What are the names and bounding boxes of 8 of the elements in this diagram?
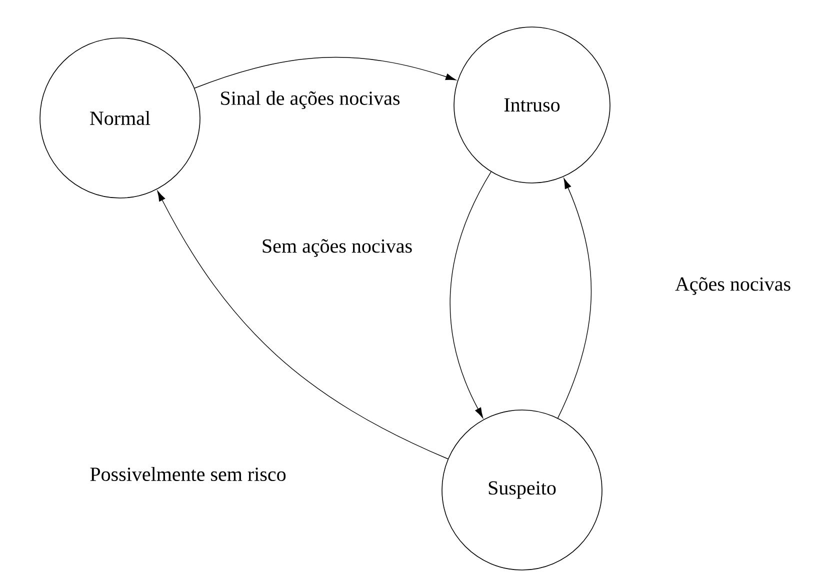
edge-label: Sem ações nocivas [260, 238, 414, 258]
arrow [558, 178, 592, 418]
edge-label: Possivelmente sem risco [88, 466, 288, 482]
arrow [194, 57, 456, 88]
arrow [450, 172, 492, 418]
edge-label: Sinal de ações nocivas [218, 90, 402, 110]
edge-label: Ações nocivas [674, 276, 792, 296]
arrow [157, 190, 448, 460]
